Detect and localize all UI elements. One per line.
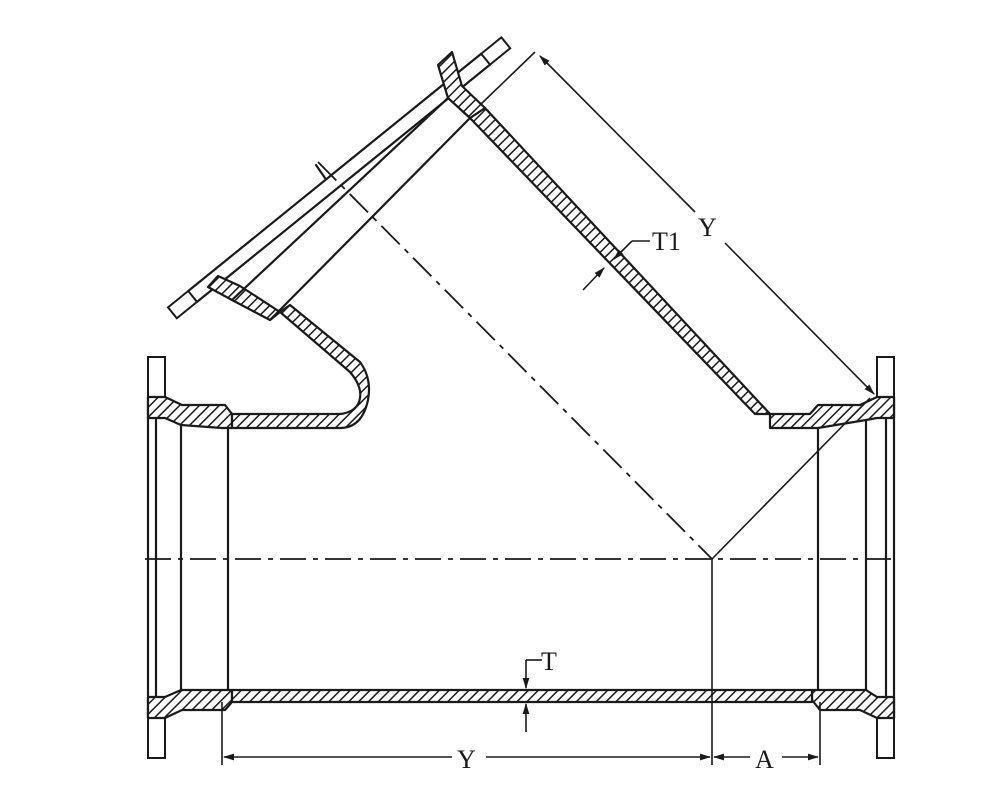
- branch: [166, 35, 772, 416]
- branch-length-dimension: Y: [479, 51, 875, 395]
- run-thickness-label: T: [541, 647, 557, 676]
- left-flange: [146, 356, 234, 759]
- branch-thickness-dimension: T1: [582, 227, 681, 291]
- run-length-label: Y: [457, 745, 476, 774]
- run-thickness-dimension: T: [522, 647, 557, 732]
- branch-centerline: [317, 161, 713, 560]
- branch-length-label: Y: [698, 213, 717, 242]
- end-length-label: A: [755, 745, 774, 774]
- run-walls: [230, 303, 814, 704]
- branch-thickness-label: T1: [652, 227, 681, 256]
- end-length-dimension: A: [712, 745, 820, 774]
- run-length-dimension: Y: [222, 745, 712, 774]
